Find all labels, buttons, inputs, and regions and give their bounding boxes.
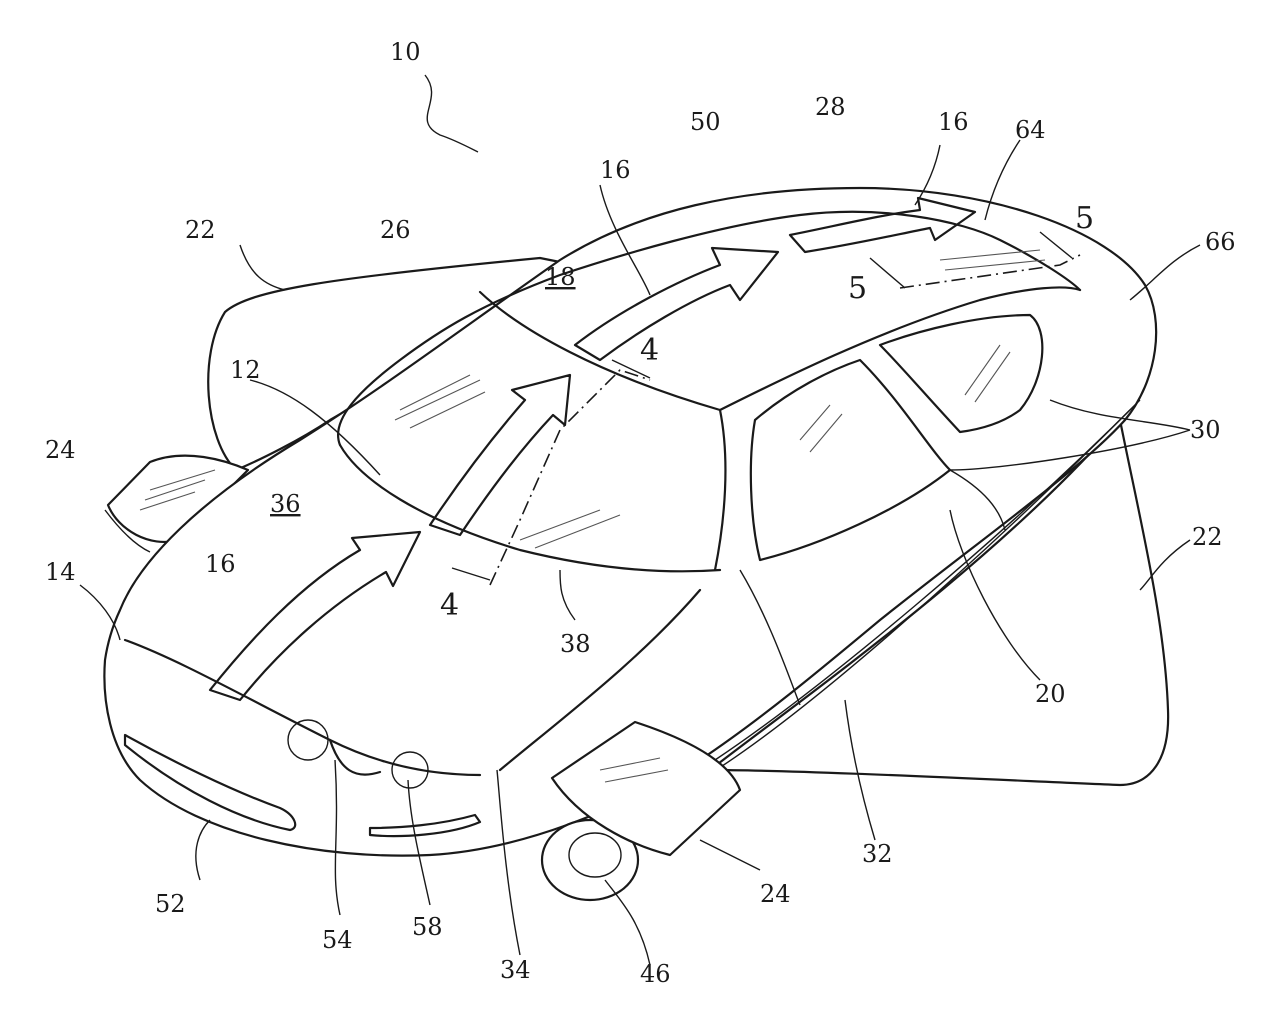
label-54: 54 — [322, 926, 353, 954]
right-intake — [391, 751, 429, 789]
label-28: 28 — [815, 93, 846, 121]
label-26: 26 — [380, 216, 411, 244]
section-arrow-4-lower — [451, 567, 491, 581]
section-arrow-4-upper — [611, 359, 651, 379]
label-16-roof: 16 — [938, 108, 969, 136]
windshield-lower-edge — [338, 443, 722, 573]
section-arrow-5-upper — [1039, 231, 1073, 259]
label-64: 64 — [1015, 116, 1046, 144]
label-24-left: 24 — [45, 436, 76, 464]
section-line-4 — [489, 369, 651, 586]
label-50: 50 — [690, 108, 721, 136]
center-light — [368, 813, 482, 838]
label-34: 34 — [500, 956, 531, 984]
label-30: 30 — [1190, 416, 1221, 444]
label-5-right: 5 — [1075, 201, 1094, 236]
label-46: 46 — [640, 960, 671, 988]
label-14: 14 — [45, 558, 76, 586]
airflow-arrow-windshield — [428, 373, 572, 537]
section-line-5 — [899, 254, 1081, 289]
front-wheel-hub — [568, 832, 622, 878]
left-wingtip-hatching — [139, 469, 216, 511]
left-intake — [287, 719, 329, 761]
label-4-lower: 4 — [440, 588, 459, 623]
front-bumper-line — [328, 738, 382, 776]
label-38: 38 — [560, 630, 591, 658]
rear-side-window — [878, 313, 1044, 434]
label-24-right: 24 — [760, 880, 791, 908]
label-58: 58 — [412, 913, 443, 941]
canopy — [337, 210, 1082, 447]
side-crease-upper — [699, 409, 1131, 781]
left-headlight — [123, 733, 297, 832]
door-line-rear — [949, 469, 1006, 531]
roof-line — [718, 286, 1082, 412]
label-12: 12 — [230, 356, 261, 384]
airflow-arrow-rear — [788, 196, 977, 254]
label-22-right: 22 — [1192, 523, 1223, 551]
fender-line — [498, 588, 702, 772]
label-66: 66 — [1205, 228, 1236, 256]
label-4-upper: 4 — [640, 333, 659, 368]
label-32: 32 — [862, 840, 893, 868]
right-wingtip-hatching — [599, 757, 669, 783]
label-36: 36 — [270, 490, 301, 518]
right-wingtip — [550, 720, 742, 857]
left-wingtip — [106, 454, 250, 543]
windshield-side-edge — [713, 408, 727, 572]
label-10: 10 — [390, 38, 421, 66]
side-crease-lower — [714, 399, 1141, 761]
label-18: 18 — [545, 263, 576, 291]
label-22-left: 22 — [185, 216, 216, 244]
side-window — [749, 358, 952, 562]
label-20: 20 — [1035, 680, 1066, 708]
label-5-lower: 5 — [848, 271, 867, 306]
right-wing — [708, 418, 1170, 787]
window-hatching — [394, 249, 1046, 549]
label-16-upper: 16 — [600, 156, 631, 184]
leader-lines — [79, 74, 1201, 966]
airflow-arrow-hood — [208, 530, 422, 702]
door-line — [739, 569, 801, 706]
section-arrow-5-lower — [869, 257, 906, 289]
label-52: 52 — [155, 890, 186, 918]
hood-split-line — [123, 638, 482, 777]
windshield-top-edge — [478, 290, 722, 412]
airflow-arrow-roof — [573, 246, 780, 362]
label-16-hood: 16 — [205, 550, 236, 578]
